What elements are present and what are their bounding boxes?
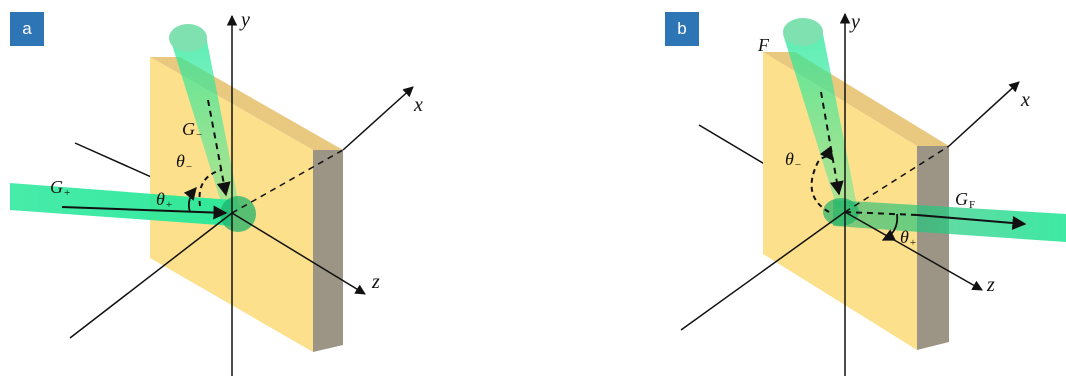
y-axis-label: y — [851, 11, 860, 33]
label-g-f-main: G — [955, 189, 968, 209]
label-theta-plus: θ+ — [156, 190, 172, 211]
label-theta-minus-main: θ — [176, 151, 185, 171]
slab-side — [917, 146, 949, 350]
x-axis-label: x — [414, 94, 423, 116]
arc-theta-plus — [183, 187, 197, 213]
label-theta-minus-sub: − — [794, 159, 802, 171]
arrow-gf — [916, 214, 1027, 230]
label-theta-minus-sub: − — [185, 161, 193, 173]
arrow-g-plus — [61, 205, 228, 220]
arrow-gf-dashed — [844, 211, 918, 216]
label-g-f: GF — [955, 190, 975, 211]
beam-up — [783, 34, 857, 208]
x-axis — [342, 86, 414, 151]
arc-theta-plus — [881, 213, 899, 241]
label-theta-minus: θ− — [176, 152, 192, 173]
panel-tag: b — [665, 12, 699, 46]
panel-tag: a — [10, 12, 44, 46]
panel-b: b y x z F GF θ− θ+ — [533, 0, 1066, 376]
beam-up — [170, 36, 240, 212]
x-axis-neg — [69, 212, 233, 339]
beam-up-cap — [169, 24, 207, 52]
label-g-plus: G+ — [50, 178, 70, 199]
label-theta-minus: θ− — [785, 150, 801, 171]
z-axis — [844, 211, 983, 291]
x-axis-label: x — [1021, 89, 1030, 111]
diagram-a — [10, 14, 414, 376]
arc-theta-minus — [810, 145, 834, 213]
z-axis-label: z — [987, 274, 995, 296]
label-g-plus-main: G — [50, 177, 63, 197]
beam-spot — [220, 196, 256, 232]
z-axis-label: z — [372, 271, 380, 293]
y-axis-label: y — [241, 9, 250, 31]
label-theta-plus-sub: + — [909, 237, 917, 249]
panel-a: a y x z G+ G− θ+ θ− — [10, 9, 423, 376]
label-theta-plus-sub: + — [165, 199, 173, 211]
beam-in — [10, 183, 232, 226]
z-axis — [231, 212, 366, 295]
label-g-minus: G− — [182, 120, 202, 141]
slab-side — [313, 150, 343, 352]
label-g-f-sub: F — [969, 199, 976, 211]
x-axis — [948, 81, 1020, 147]
label-g-minus-sub: − — [196, 129, 203, 141]
label-f: F — [758, 35, 769, 55]
label-theta-plus-main: θ — [156, 189, 165, 209]
arc-theta-minus — [198, 169, 223, 207]
beam-spot — [823, 198, 859, 226]
label-theta-plus-main: θ — [900, 227, 909, 247]
beam-up-cap — [783, 18, 823, 46]
label-g-plus-sub: + — [64, 187, 71, 199]
beam-out — [833, 200, 1066, 242]
x-axis-neg — [680, 211, 846, 331]
label-g-minus-main: G — [182, 119, 195, 139]
arrow-g-minus — [207, 99, 231, 197]
label-theta-minus-main: θ — [785, 149, 794, 169]
label-theta-plus: θ+ — [900, 228, 916, 249]
diagram-b — [680, 12, 1066, 376]
x-axis-dashed — [844, 145, 950, 213]
